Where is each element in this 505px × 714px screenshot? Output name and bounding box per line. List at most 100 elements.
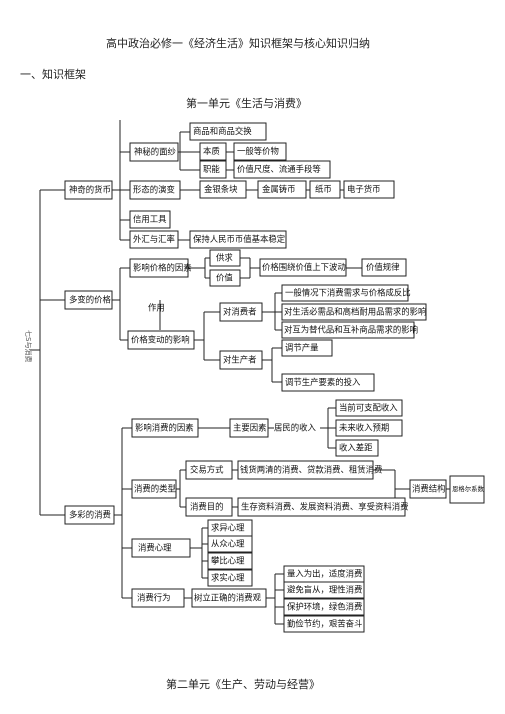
root-price: 多变的价格: [64, 290, 113, 310]
node-c2-label: 对生活必需品和高档耐用品需求的影响: [284, 307, 426, 317]
node-purpose-detail: 生存资料消费、发展资料消费、享受资料消费: [237, 497, 409, 517]
node-structure-label: 消费结构: [412, 484, 446, 494]
node-i2-label: 未来收入预期: [339, 423, 389, 433]
node-psy-1-label: 求异心理: [211, 523, 245, 533]
node-metal-coin-label: 金属铸币: [262, 184, 296, 194]
node-psychology-label: 消费心理: [138, 543, 172, 553]
node-mysterious-label: 神秘的面纱: [134, 147, 176, 157]
node-purpose-detail-label: 生存资料消费、发展资料消费、享受资料消费: [241, 502, 409, 512]
effect-label: 作用: [148, 303, 165, 313]
node-b3: 保护环境，绿色消费: [283, 598, 365, 616]
node-essence-label: 本质: [203, 146, 220, 156]
node-consume-factors-label: 影响消费的因素: [135, 423, 194, 433]
node-paper-money: 纸币: [309, 180, 341, 199]
node-function-label: 职能: [203, 164, 220, 174]
node-mysterious: 神秘的面纱: [129, 142, 179, 162]
node-trade-detail-label: 钱货两清的消费、贷款消费、租赁消费: [240, 465, 382, 475]
node-consume-types: 消费的类型: [131, 479, 177, 499]
node-commodity-exchange: 商品和商品交换: [189, 122, 267, 141]
node-c1-label: 一般情况下消费需求与价格成反比: [285, 288, 411, 298]
node-b3-label: 保护环境，绿色消费: [287, 602, 362, 612]
node-consume-factors: 影响消费的因素: [131, 418, 199, 438]
node-forex-detail-label: 保持人民币币值基本稳定: [193, 234, 286, 244]
node-p2: 调节生产要素的投入: [281, 373, 375, 392]
node-structure: 消费结构: [409, 479, 447, 499]
node-psy-4-label: 求实心理: [211, 573, 245, 583]
node-forex-detail: 保持人民币币值基本稳定: [189, 230, 287, 249]
node-value-label: 价值: [216, 273, 233, 283]
node-psy-3-label: 攀比心理: [211, 556, 245, 566]
node-psychology: 消费心理: [131, 538, 191, 558]
node-p1-label: 调节产量: [285, 343, 319, 353]
node-fluctuate-label: 价格围绕价值上下波动: [262, 262, 346, 272]
node-purpose: 消费目的: [185, 497, 233, 517]
node-engel-label: 恩格尔系数: [452, 484, 485, 493]
node-correct-view: 树立正确的消费观: [191, 588, 267, 608]
root-money-label: 神奇的货币: [69, 185, 111, 195]
node-trade-mode: 交易方式: [185, 460, 233, 480]
node-trade-mode-label: 交易方式: [190, 465, 224, 475]
node-engel: 恩格尔系数: [449, 475, 485, 504]
node-essence: 本质: [199, 142, 227, 161]
node-metal-coin: 金属铸币: [257, 180, 307, 199]
node-general-equiv: 一般等价物: [233, 142, 287, 161]
node-function: 职能: [199, 160, 227, 179]
node-e-money-label: 电子货币: [347, 184, 381, 194]
node-b2: 避免盲从，理性消费: [283, 581, 365, 599]
node-commodity-exchange-label: 商品和商品交换: [193, 126, 252, 136]
node-price-factors-label: 影响价格的因素: [133, 263, 192, 273]
section-heading: 一、知识框架: [20, 68, 86, 81]
node-paper-money-label: 纸币: [315, 184, 332, 194]
node-functions-detail-label: 价值尺度、流通手段等: [237, 164, 321, 174]
node-on-consumers: 对消费者: [219, 302, 263, 322]
node-metal-bar: 金银条块: [199, 180, 247, 199]
node-general-equiv-label: 一般等价物: [237, 146, 279, 156]
node-e-money: 电子货币: [343, 180, 395, 199]
node-c3-label: 对互为替代品和互补商品需求的影响: [284, 325, 418, 335]
node-value: 价值: [209, 269, 241, 287]
node-p2-label: 调节生产要素的投入: [285, 377, 361, 387]
node-fluctuate: 价格围绕价值上下波动: [259, 258, 347, 277]
node-purpose-label: 消费目的: [190, 502, 224, 512]
node-c1: 一般情况下消费需求与价格成反比: [281, 284, 411, 302]
node-c3: 对互为替代品和互补商品需求的影响: [281, 321, 418, 339]
node-trade-detail: 钱货两清的消费、贷款消费、租赁消费: [237, 460, 382, 480]
node-law-label: 价值规律: [366, 262, 400, 272]
node-i1: 当前可支配收入: [335, 399, 403, 417]
node-price-impact-label: 价格变动的影响: [131, 335, 190, 345]
node-credit-tools: 信用工具: [129, 210, 171, 229]
node-psy-4: 求实心理: [207, 569, 253, 587]
node-b1: 量入为出，适度消费: [283, 565, 365, 583]
node-on-producers-label: 对生产者: [223, 355, 257, 365]
node-supply-demand: 供求: [209, 249, 241, 267]
node-form-evolution: 形态的演变: [129, 180, 181, 200]
node-on-producers: 对生产者: [219, 350, 263, 370]
root-price-label: 多变的价格: [69, 295, 111, 305]
node-i3-label: 收入差距: [339, 443, 373, 453]
root-money: 神奇的货币: [64, 180, 113, 200]
node-psy-2-label: 从众心理: [211, 539, 245, 549]
node-forex: 外汇与汇率: [129, 230, 179, 249]
node-price-impact: 价格变动的影响: [127, 330, 195, 350]
node-b1-label: 量入为出，适度消费: [287, 569, 362, 579]
node-b4-label: 勤俭节约，艰苦奋斗: [287, 619, 362, 629]
root-consume-label: 多彩的消费: [69, 510, 111, 520]
node-b2-label: 避免盲从，理性消费: [287, 585, 362, 595]
node-c2: 对生活必需品和高档耐用品需求的影响: [281, 303, 427, 321]
node-consume-types-label: 消费的类型: [134, 484, 176, 494]
node-price-factors: 影响价格的因素: [129, 258, 192, 278]
node-behavior-label: 消费行为: [137, 593, 171, 603]
node-forex-label: 外汇与汇率: [133, 234, 175, 244]
node-main-factor: 主要因素: [229, 418, 269, 438]
unit2-title: 第二单元《生产、劳动与经营》: [166, 678, 320, 691]
node-on-consumers-label: 对消费者: [223, 307, 257, 317]
node-psy-1: 求异心理: [207, 519, 253, 537]
node-functions-detail: 价值尺度、流通手段等: [233, 160, 331, 179]
node-metal-bar-label: 金银条块: [204, 184, 238, 194]
unit1-title: 第一单元《生活与消费》: [186, 97, 307, 110]
mindmap-nodes: 神奇的货币 多变的价格 多彩的消费 神秘的面纱 商品和商品交换 本质 一般等价物…: [64, 122, 485, 633]
mindmap-connectors: [30, 120, 450, 625]
document-title: 高中政治必修一《经济生活》知识框架与核心知识归纳: [106, 37, 370, 50]
node-credit-tools-label: 信用工具: [133, 214, 167, 224]
node-correct-view-label: 树立正确的消费观: [194, 593, 262, 603]
